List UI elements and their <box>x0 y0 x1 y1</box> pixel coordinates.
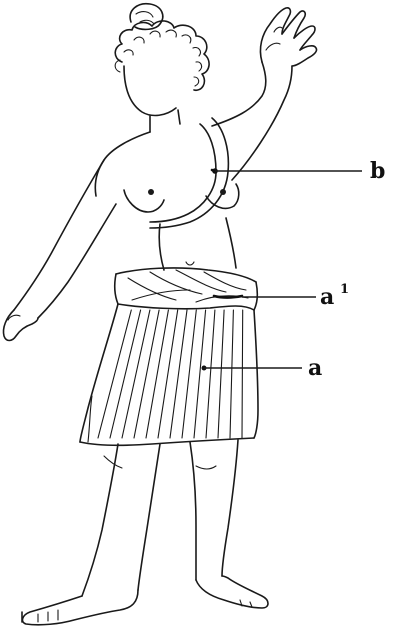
leader-lines <box>204 170 362 369</box>
shoulder-drape <box>149 117 230 229</box>
curly-hair <box>114 20 210 92</box>
label-a: a <box>308 355 322 381</box>
chest-mark <box>148 189 154 195</box>
label-b: b <box>370 158 385 184</box>
skirt-pleats <box>97 309 244 439</box>
raised-arm <box>211 7 318 181</box>
lowered-arm <box>2 159 117 342</box>
legs <box>21 439 269 626</box>
label-a1: a <box>320 284 334 310</box>
skirt <box>79 303 259 447</box>
label-a1-superscript: 1 <box>340 282 349 297</box>
labels: b a 1 a <box>308 158 385 381</box>
hair-bun <box>129 2 164 31</box>
belt <box>113 267 259 311</box>
face <box>123 65 181 133</box>
